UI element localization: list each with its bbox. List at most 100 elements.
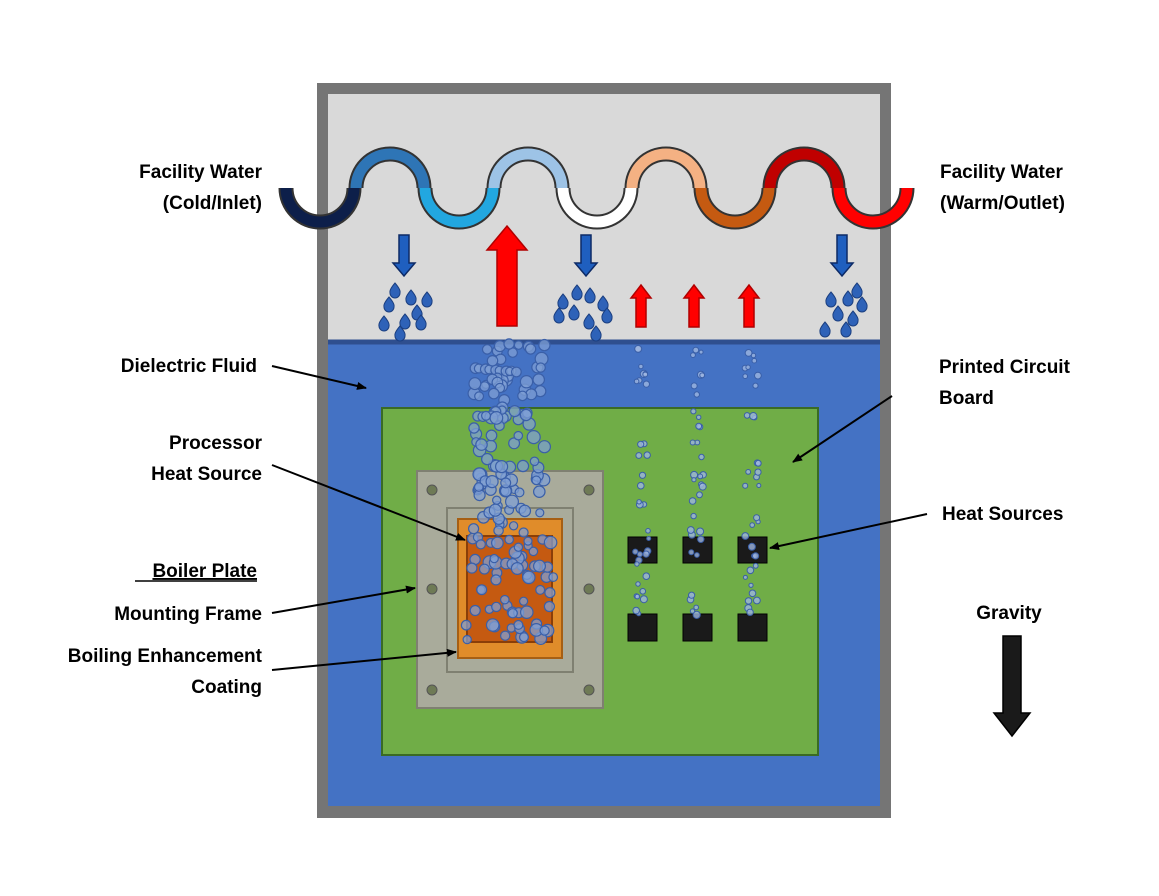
vapor-bubble [642, 380, 651, 388]
vapor-bubble [513, 542, 524, 552]
gravity-arrow-icon [992, 635, 1032, 738]
coating-label: Coating [191, 677, 262, 698]
vapor-bubble [698, 349, 704, 355]
vapor-bubble [518, 504, 532, 518]
frame-bolt [426, 684, 438, 696]
vapor-bubble [500, 630, 511, 641]
vapor-bubble [752, 552, 760, 560]
droplet-icon [856, 296, 868, 313]
droplet-icon [847, 310, 859, 327]
vapor-bubble [642, 550, 650, 558]
coil-segment [695, 187, 775, 228]
vapor-bubble [690, 382, 698, 390]
vapor-bubble [487, 387, 500, 400]
vapor-bubble [516, 459, 530, 473]
vapor-bubble [699, 372, 706, 379]
droplet-icon [394, 325, 406, 342]
droplet-icon [405, 289, 417, 306]
vapor-bubble [633, 378, 640, 385]
vapor-bubble [466, 562, 478, 574]
coil-segment [764, 148, 844, 189]
droplet-icon [557, 293, 569, 310]
droplet-icon [378, 315, 390, 332]
vapor-bubble [543, 600, 556, 613]
vapor-bubble [507, 608, 518, 619]
vapor-bubble [500, 477, 512, 489]
vapor-bubble [752, 382, 759, 389]
heat-source-chips [627, 536, 768, 642]
vapor-bubble [493, 525, 504, 536]
droplet-icon [825, 291, 837, 308]
heat-source-chip [682, 613, 713, 642]
vapor-bubble [524, 343, 537, 355]
vapor-bubble [690, 512, 697, 520]
vapor-bubble [490, 574, 502, 586]
vapor-bubble [519, 375, 534, 389]
vapor-bubble [742, 574, 748, 580]
vapor-bubble [754, 459, 762, 467]
vapor-bubble [636, 499, 642, 505]
leader-mounting-frame [271, 585, 416, 614]
vapor-bubble [523, 536, 533, 546]
vapor-bubble [632, 606, 641, 615]
vapor-bubble [752, 562, 759, 569]
facility-water-outlet-label: Facility Water [940, 162, 1063, 183]
vapor-bubble [689, 439, 696, 446]
vapor-bubble [692, 346, 700, 354]
vapor-bubble [475, 438, 488, 451]
vapor-bubble [696, 414, 702, 420]
vapor-bubble [539, 625, 550, 636]
vapor-rise-arrow-icon [682, 283, 706, 328]
vapor-bubble [697, 535, 705, 543]
vapor-bubble [511, 366, 522, 378]
vapor-bubble [749, 412, 758, 421]
heat-sources-label: Heat Sources [942, 504, 1063, 525]
vapor-bubble [747, 542, 756, 551]
condensate-down-arrow-icon [829, 234, 855, 278]
vapor-bubble [635, 581, 641, 587]
vapor-bubble [634, 593, 641, 600]
vapor-bubble [637, 440, 645, 448]
mounting-frame-label: Mounting Frame [114, 604, 262, 625]
vapor-bubble [746, 566, 755, 575]
vapor-bubble [468, 523, 480, 535]
droplet-icon [383, 296, 395, 313]
vapor-bubble [532, 559, 546, 573]
vapor-bubble [689, 608, 696, 614]
vapor-rise-large-arrow-icon [485, 224, 529, 327]
vapor-bubble [489, 411, 504, 425]
vapor-bubble [548, 572, 559, 582]
vapor-bubble [692, 610, 701, 620]
vapor-bubble [634, 344, 643, 353]
vapor-bubble [544, 587, 556, 599]
condensate-down-arrow-icon [391, 234, 417, 278]
droplet-icon [851, 282, 863, 299]
vapor-bubble [486, 354, 499, 367]
vapor-bubble [642, 371, 649, 378]
vapor-bubble [518, 527, 529, 538]
vapor-bubble [503, 338, 515, 350]
vapor-bubble [698, 453, 705, 461]
dielectric-fluid-label: Dielectric Fluid [121, 356, 257, 377]
vapor-bubble [513, 430, 524, 441]
vapor-rise-arrow-icon [737, 283, 761, 328]
frame-bolt [583, 484, 595, 496]
vapor-bubble [638, 363, 644, 370]
vapor-bubble [528, 546, 539, 557]
vapor-bubble [694, 552, 700, 558]
vapor-bubble [688, 591, 696, 599]
droplet-icon [421, 291, 433, 308]
condensate-down-arrow-icon [573, 234, 599, 278]
vapor-bubble [489, 553, 499, 564]
vapor-bubble [745, 364, 751, 370]
droplet-icon [601, 307, 613, 324]
vapor-bubble [743, 412, 751, 419]
vapor-bubble [754, 468, 762, 476]
gravity-label: Gravity [976, 603, 1042, 624]
vapor-bubble [690, 408, 697, 415]
droplet-icon [571, 284, 583, 301]
pcb-label: Printed Circuit [939, 357, 1071, 378]
vapor-bubble [742, 482, 749, 489]
heat-source-chip [627, 613, 658, 642]
vapor-bubble [744, 349, 753, 357]
